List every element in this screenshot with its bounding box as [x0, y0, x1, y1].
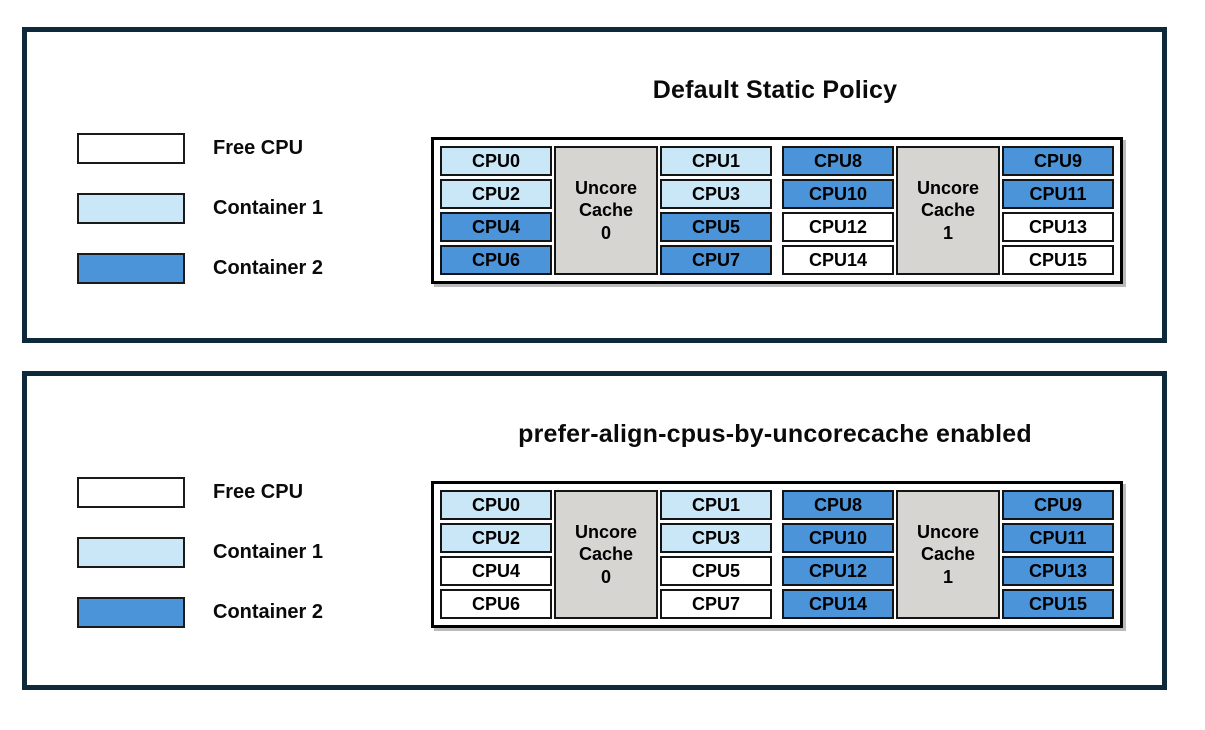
cpu-cell: CPU14	[782, 245, 894, 275]
cpu-cell: CPU2	[440, 179, 552, 209]
panel-title: prefer-align-cpus-by-uncorecache enabled	[518, 420, 1032, 448]
cpu-cell: CPU12	[782, 556, 894, 586]
cpu-cell: CPU13	[1002, 212, 1114, 242]
cpu-cell: CPU1	[660, 490, 772, 520]
cpu-cell: CPU2	[440, 523, 552, 553]
cpu-cell: CPU3	[660, 523, 772, 553]
uncore-cache-label-line: Cache	[578, 544, 634, 565]
panel-prefer-align-uncorecache: prefer-align-cpus-by-uncorecache enabled…	[22, 371, 1167, 690]
free-swatch	[77, 133, 185, 164]
legend: Free CPU Container 1 Container 2	[77, 477, 323, 628]
cpu-cell: CPU1	[660, 146, 772, 176]
panel-title: Default Static Policy	[652, 76, 898, 104]
cpu-cell: CPU10	[782, 523, 894, 553]
panel-default-static-policy: Default Static Policy Free CPU Container …	[22, 27, 1167, 343]
uncore-cache-label-line: 1	[942, 566, 953, 587]
cpu-cell: CPU12	[782, 212, 894, 242]
uncore-cache-label-line: Uncore	[574, 177, 637, 198]
cpu-cell: CPU8	[782, 490, 894, 520]
cpu-cell: CPU7	[660, 245, 772, 275]
legend-item: Container 2	[77, 597, 323, 628]
cpu-cell: CPU4	[440, 212, 552, 242]
cpu-cell: CPU7	[660, 589, 772, 619]
uncore-cache-label-line: Cache	[920, 544, 976, 565]
container1-swatch	[77, 193, 185, 224]
legend-item-label: Container 2	[213, 257, 324, 279]
uncore-cache-label-line: Cache	[920, 200, 976, 221]
legend-item-label: Free CPU	[213, 481, 304, 503]
cpu-cell: CPU15	[1002, 589, 1114, 619]
legend-item: Free CPU	[77, 477, 323, 508]
cpu-cell: CPU3	[660, 179, 772, 209]
uncore-cache-label-line: 1	[942, 222, 953, 243]
cpu-cell: CPU9	[1002, 146, 1114, 176]
legend: Free CPU Container 1 Container 2	[77, 133, 323, 284]
legend-item: Container 2	[77, 253, 323, 284]
legend-item: Container 1	[77, 537, 323, 568]
uncore-cache-label-line: Uncore	[916, 177, 979, 198]
legend-item-label: Container 2	[213, 601, 324, 623]
cpu-cell: CPU9	[1002, 490, 1114, 520]
cpu-cell: CPU5	[660, 212, 772, 242]
cpu-cell: CPU11	[1002, 179, 1114, 209]
cpu-cell: CPU10	[782, 179, 894, 209]
cpu-cell: CPU6	[440, 589, 552, 619]
cpu-cell: CPU5	[660, 556, 772, 586]
uncore-cache-label-line: Uncore	[574, 521, 637, 542]
legend-item-label: Container 1	[213, 541, 324, 563]
legend-item: Free CPU	[77, 133, 323, 164]
uncore-cache-label-line: Uncore	[916, 521, 979, 542]
cpu-cell: CPU0	[440, 490, 552, 520]
container1-swatch	[77, 537, 185, 568]
cpu-cell: CPU8	[782, 146, 894, 176]
legend-item-label: Free CPU	[213, 137, 304, 159]
uncore-cache-label-line: 0	[600, 566, 611, 587]
cpu-cell: CPU11	[1002, 523, 1114, 553]
uncore-cache-label-line: Cache	[578, 200, 634, 221]
cpu-cell: CPU6	[440, 245, 552, 275]
cpu-cell: CPU4	[440, 556, 552, 586]
cpu-cell: CPU0	[440, 146, 552, 176]
container2-swatch	[77, 597, 185, 628]
uncore-cache-label-line: 0	[600, 222, 611, 243]
cpu-cell: CPU15	[1002, 245, 1114, 275]
legend-item: Container 1	[77, 193, 323, 224]
cpu-cell: CPU13	[1002, 556, 1114, 586]
container2-swatch	[77, 253, 185, 284]
free-swatch	[77, 477, 185, 508]
legend-item-label: Container 1	[213, 197, 324, 219]
cpu-cell: CPU14	[782, 589, 894, 619]
